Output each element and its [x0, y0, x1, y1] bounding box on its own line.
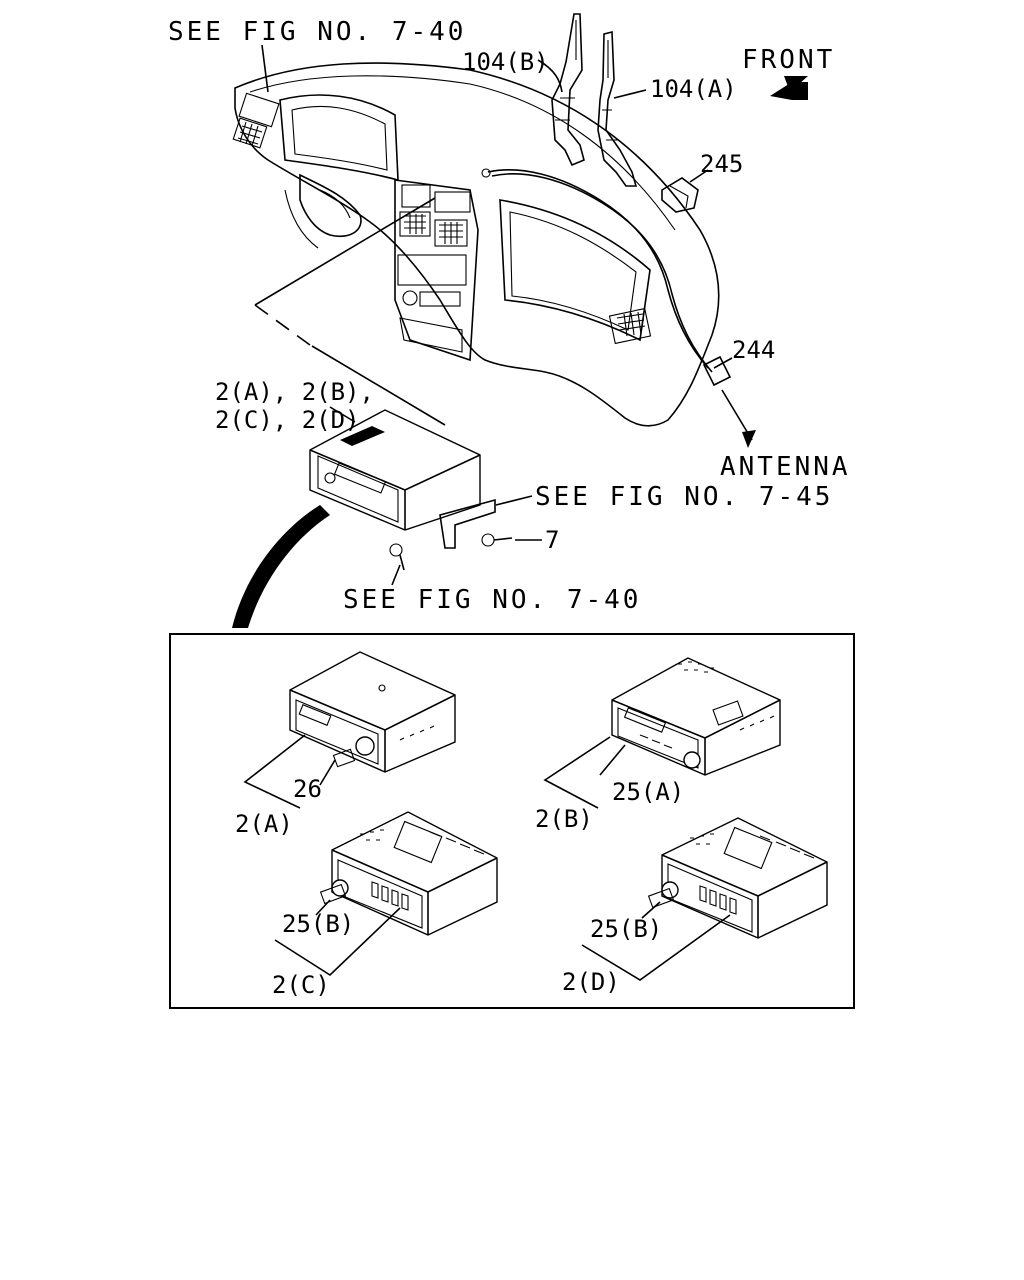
radio-b-unit-label: 2(B) — [535, 805, 593, 833]
radio-b-illustration — [543, 657, 781, 809]
radio-a-knob-label: 26 — [293, 775, 322, 803]
see-fig-7-45-label: SEE FIG NO. 7-45 — [535, 482, 833, 512]
radio-a-illustration — [243, 651, 456, 809]
part-7-label: 7 — [545, 526, 559, 554]
part-104a-label: 104(A) — [650, 75, 737, 103]
see-fig-top-label: SEE FIG NO. 7-40 — [168, 17, 466, 47]
leader-245 — [689, 169, 709, 183]
front-arrow — [770, 76, 808, 100]
part-104b-label: 104(B) — [462, 48, 549, 76]
radio-b-knob-label: 25(A) — [612, 778, 684, 806]
clip-245 — [661, 177, 699, 213]
dashboard-illustration — [232, 62, 756, 448]
bracket-104b — [551, 13, 585, 167]
antenna-label: ANTENNA — [720, 452, 851, 482]
see-fig-bottom-label: SEE FIG NO. 7-40 — [343, 585, 641, 615]
leader-104b — [537, 59, 563, 93]
radio-d-knob-label: 25(B) — [590, 915, 662, 943]
radio-c-knob-label: 25(B) — [282, 910, 354, 938]
part-244-label: 244 — [732, 336, 775, 364]
radio-variants-line2: 2(C), 2(D) — [215, 406, 360, 434]
radio-c-unit-label: 2(C) — [272, 971, 330, 999]
radio-d-unit-label: 2(D) — [562, 968, 620, 996]
leader-104a — [613, 89, 647, 99]
bracket-104a — [597, 30, 638, 187]
leader-244 — [713, 357, 733, 369]
radio-a-unit-label: 2(A) — [235, 810, 293, 838]
radio-unit-assembly — [232, 406, 542, 628]
radio-d-illustration — [581, 817, 828, 981]
front-label: FRONT — [742, 45, 835, 75]
leader-see-fig-top — [261, 44, 269, 93]
radio-variants-line1: 2(A), 2(B), — [215, 378, 374, 406]
detail-box — [169, 633, 855, 1009]
part-245-label: 245 — [700, 150, 743, 178]
radio-c-illustration — [274, 811, 498, 977]
